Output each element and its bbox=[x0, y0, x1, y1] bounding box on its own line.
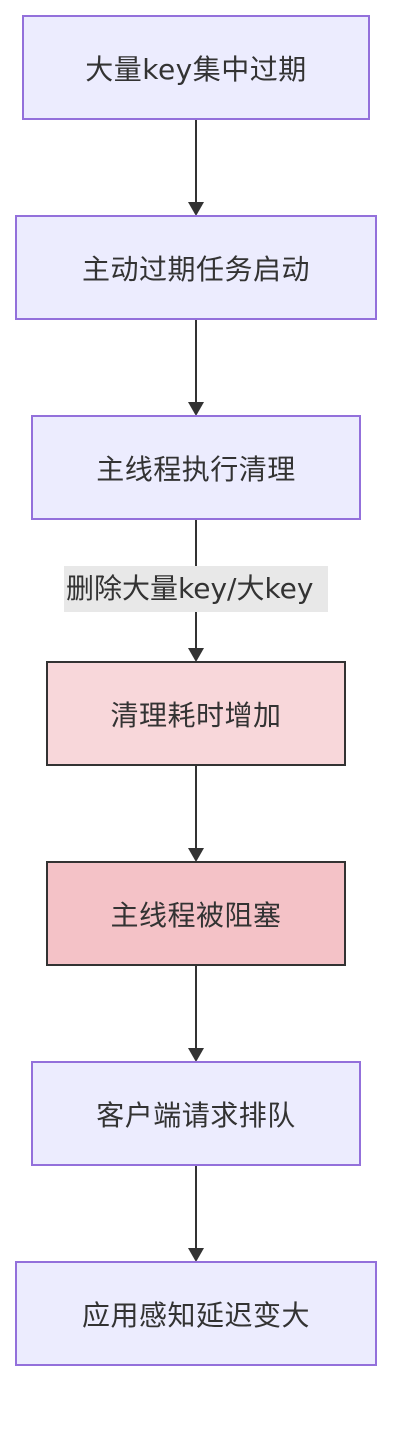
node-main-thread-cleanup: 主线程执行清理 bbox=[31, 415, 361, 520]
arrowhead-n5-n6 bbox=[188, 1048, 204, 1062]
arrowhead-n1-n2 bbox=[188, 202, 204, 216]
edge-label-n3-n4: 删除大量key/大key bbox=[64, 566, 328, 612]
node-cleanup-time-increase-label: 清理耗时增加 bbox=[110, 698, 282, 732]
node-client-requests-queue-label: 客户端请求排队 bbox=[96, 1098, 296, 1132]
node-latency-increase-label: 应用感知延迟变大 bbox=[81, 1298, 310, 1332]
arrowhead-n3-n4 bbox=[188, 648, 204, 662]
node-main-thread-blocked-label: 主线程被阻塞 bbox=[110, 898, 282, 932]
node-main-thread-blocked: 主线程被阻塞 bbox=[46, 861, 346, 966]
node-active-expire-start-label: 主动过期任务启动 bbox=[81, 252, 310, 286]
node-active-expire-start: 主动过期任务启动 bbox=[15, 215, 377, 320]
node-client-requests-queue: 客户端请求排队 bbox=[31, 1061, 361, 1166]
arrowhead-n2-n3 bbox=[188, 402, 204, 416]
node-cleanup-time-increase: 清理耗时增加 bbox=[46, 661, 346, 766]
node-keys-expire: 大量key集中过期 bbox=[22, 15, 370, 120]
node-main-thread-cleanup-label: 主线程执行清理 bbox=[96, 452, 296, 486]
node-latency-increase: 应用感知延迟变大 bbox=[15, 1261, 377, 1366]
node-keys-expire-label: 大量key集中过期 bbox=[85, 52, 307, 86]
arrowhead-n4-n5 bbox=[188, 848, 204, 862]
arrowhead-n6-n7 bbox=[188, 1248, 204, 1262]
